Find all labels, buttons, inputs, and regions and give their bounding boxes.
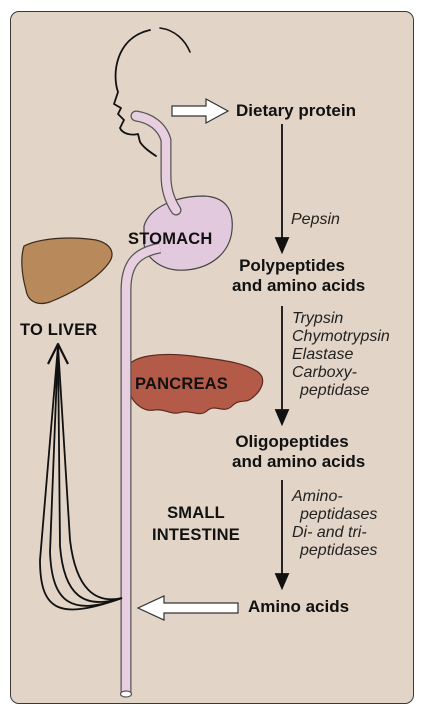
intestinal-enzymes: Amino- peptidases Di- and tri- peptidase…	[292, 488, 377, 560]
stage-oligopeptides-line2: and amino acids	[232, 452, 366, 471]
intestine-end	[119, 690, 133, 698]
enzyme-chymotrypsin: Chymotrypsin	[292, 328, 390, 345]
hollow-arrow-icon	[171, 97, 230, 125]
enzyme-di-tri-peptidases-line1: Di- and tri-	[292, 524, 367, 541]
stage-polypeptides: Polypeptides and amino acids	[232, 256, 366, 296]
enzyme-carboxypeptidase-line1: Carboxy-	[292, 364, 357, 381]
liver-icon	[21, 237, 113, 305]
stage-polypeptides-line2: and amino acids	[232, 276, 366, 295]
organ-small-intestine-label: SMALL INTESTINE	[152, 502, 240, 546]
pancreas-icon	[126, 353, 264, 415]
enzyme-di-tri-peptidases-line2: peptidases	[300, 542, 378, 559]
organ-pancreas-label: PANCREAS	[135, 375, 228, 393]
head-silhouette-icon	[113, 29, 157, 157]
hollow-arrow-icon	[136, 595, 239, 621]
enzyme-pepsin: Pepsin	[291, 211, 340, 228]
pancreatic-enzymes: Trypsin Chymotrypsin Elastase Carboxy- p…	[292, 310, 390, 400]
stage-oligopeptides-line1: Oligopeptides	[235, 432, 349, 451]
enzyme-aminopeptidases-line1: Amino-	[292, 488, 343, 505]
organ-stomach-label: STOMACH	[128, 230, 213, 248]
enzyme-trypsin: Trypsin	[292, 310, 344, 327]
intestine-tube	[120, 242, 162, 694]
flow-arrows	[274, 124, 290, 591]
organ-small-intestine-line1: SMALL	[167, 504, 225, 522]
diagram-panel	[10, 11, 414, 704]
enzyme-carboxypeptidase-line2: peptidase	[300, 382, 370, 399]
organ-small-intestine-line2: INTESTINE	[152, 526, 240, 544]
stage-polypeptides-line1: Polypeptides	[239, 256, 345, 275]
stage-dietary-protein: Dietary protein	[236, 101, 356, 120]
stomach-icon	[143, 195, 233, 271]
stage-oligopeptides: Oligopeptides and amino acids	[232, 432, 366, 472]
enzyme-aminopeptidases-line2: peptidases	[300, 506, 378, 523]
portal-arrows	[39, 345, 123, 611]
stage-amino-acids: Amino acids	[248, 597, 350, 616]
organ-liver-label: TO LIVER	[20, 321, 98, 339]
enzyme-elastase: Elastase	[292, 346, 354, 363]
to-liver-arrowhead	[47, 342, 69, 365]
